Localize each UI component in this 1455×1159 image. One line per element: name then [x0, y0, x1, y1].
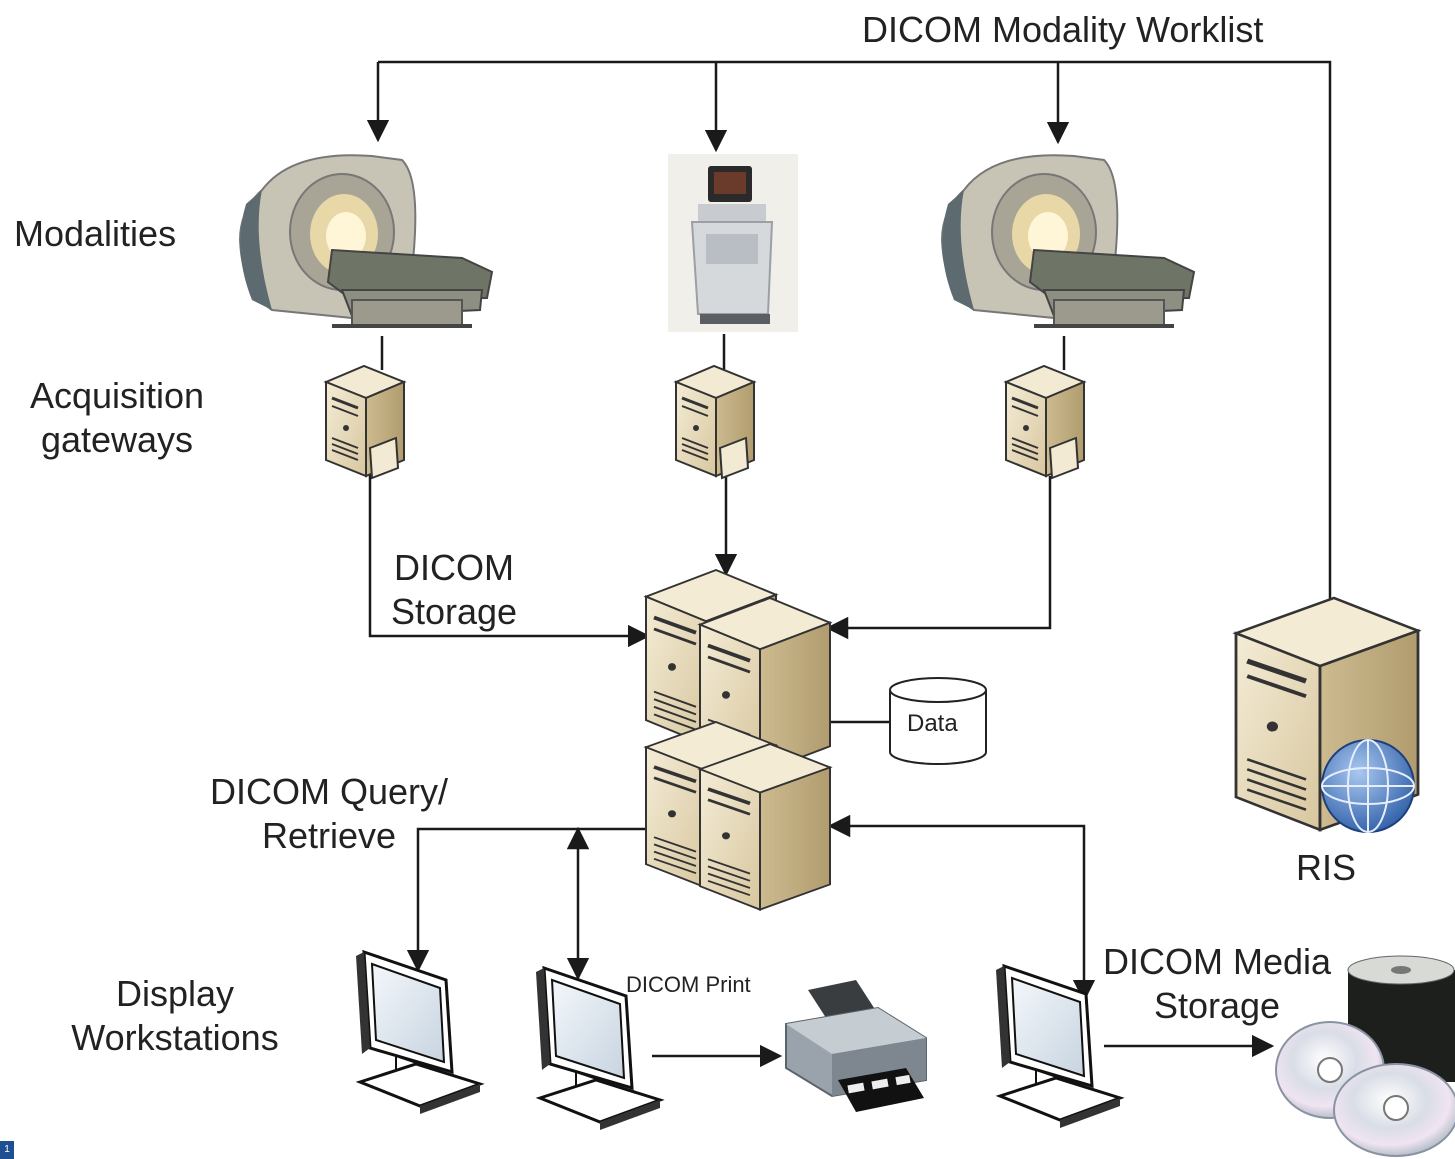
database-icon: [889, 677, 987, 765]
globe-icon: [1321, 739, 1415, 833]
storage-link-right: [825, 476, 1052, 640]
display-label-line1: Display: [115, 973, 235, 1014]
acquisition-label-line1: Acquisition: [29, 375, 205, 416]
storage-label-line1: DICOM: [394, 547, 514, 588]
monitor-icon: [354, 950, 482, 1116]
archive-server-cluster: [644, 568, 832, 912]
modalities-label: Modalities: [14, 213, 177, 254]
server-icon: [324, 364, 406, 480]
server-icon: [1004, 364, 1086, 480]
storage-link-left: [368, 474, 651, 648]
page-corner-mark: 1: [0, 1141, 14, 1159]
dicom-print-label: DICOM Print: [626, 972, 751, 997]
disc-stack-icon: [1275, 955, 1455, 1157]
media-label-line2: Storage: [1153, 984, 1281, 1026]
connections: [366, 60, 1332, 1068]
query-link-ws3: [827, 814, 1096, 1003]
query-label-line2: Retrieve: [261, 814, 397, 856]
dicom-storage-label: DICOM Storage: [372, 546, 536, 634]
ris-label: RIS: [1296, 847, 1357, 888]
mri-scanner-icon: [238, 153, 494, 328]
server-icon: [698, 742, 832, 912]
printer-icon: [785, 980, 927, 1112]
storage-label-line2: Storage: [390, 590, 518, 632]
query-label-line1: DICOM Query/: [209, 771, 449, 812]
dicom-media-storage-label: DICOM Media Storage: [1082, 940, 1352, 1028]
display-workstations-label: Display Workstations: [50, 972, 300, 1060]
dicom-query-retrieve-label: DICOM Query/ Retrieve: [184, 770, 474, 858]
media-label-line1: DICOM Media: [1102, 941, 1332, 982]
worklist-bus: [378, 60, 1332, 604]
worklist-label: DICOM Modality Worklist: [862, 9, 1264, 50]
mri-scanner-icon: [940, 153, 1196, 328]
data-label: Data: [907, 710, 958, 737]
server-icon: [674, 364, 756, 480]
ultrasound-icon: [668, 154, 798, 332]
acquisition-label-line2: gateways: [40, 418, 194, 460]
display-label-line2: Workstations: [71, 1016, 279, 1058]
acquisition-gateways-label: Acquisition gateways: [12, 374, 222, 462]
